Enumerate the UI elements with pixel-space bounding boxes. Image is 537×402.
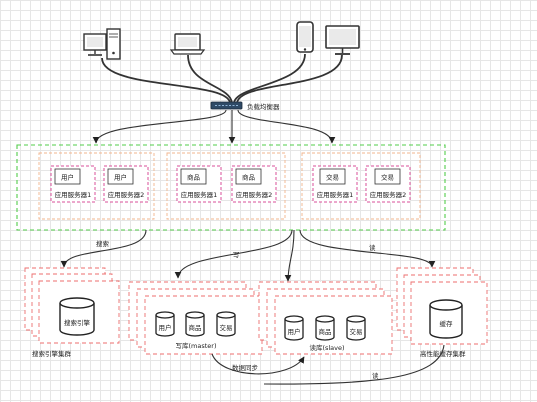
laptop-icon: [169, 33, 206, 55]
db-label: 交易: [350, 327, 363, 336]
search-engine-label: 搜索引擎: [64, 318, 91, 327]
edge-label-read: 读: [369, 243, 376, 252]
load-balancer: [210, 101, 243, 110]
master-db-cluster: 用户 商品 交易 写库(master): [128, 281, 263, 355]
cache-cluster-label: 高性能缓存集群: [420, 349, 466, 358]
edge-label-search: 搜索: [96, 239, 110, 248]
cache-cluster: 缓存: [396, 267, 488, 345]
app-service-label: 交易: [326, 173, 339, 182]
db-cylinder: [284, 315, 304, 341]
cache-cylinder: [429, 299, 463, 339]
edge-label-write: 写: [233, 251, 240, 259]
db-cylinder: [155, 311, 175, 337]
smartphone-icon: [296, 21, 314, 53]
master-cluster-label: 写库(master): [176, 341, 217, 350]
cache-label: 缓存: [440, 319, 454, 328]
app-server-label: 应用服务器2: [370, 190, 407, 199]
db-label: 用户: [159, 323, 172, 332]
data-links: [60, 229, 436, 282]
client-links: [101, 53, 343, 104]
monitor-icon: [325, 25, 360, 55]
app-service-label: 商品: [187, 173, 200, 182]
app-service-label: 用户: [114, 173, 127, 182]
edge-label-read-bottom: 读: [372, 371, 379, 380]
db-label: 商品: [319, 327, 332, 336]
app-group-product: 商品 应用服务器1 商品 应用服务器2: [166, 152, 286, 220]
db-cylinder: [346, 315, 366, 341]
app-group-user: 用户 应用服务器1 用户 应用服务器2: [38, 152, 155, 220]
db-label: 交易: [220, 323, 233, 332]
edge-label-data-sync: 数据同步: [232, 363, 259, 372]
app-server-label: 应用服务器1: [181, 190, 218, 199]
app-service-label: 交易: [381, 173, 394, 182]
search-engine-cylinder: [59, 297, 95, 336]
db-cylinder: [315, 315, 335, 341]
app-server-label: 应用服务器1: [317, 190, 354, 199]
load-balancer-label: 负载均衡器: [247, 102, 280, 111]
lb-links: [92, 109, 336, 144]
search-engine-cluster: 搜索引擎: [24, 267, 120, 344]
slave-cluster-label: 读库(slave): [309, 343, 344, 352]
app-server-label: 应用服务器2: [108, 190, 145, 199]
db-label: 商品: [189, 323, 202, 332]
app-service-label: 用户: [61, 173, 74, 182]
cache-read-link: [263, 344, 445, 385]
search-cluster-label: 搜索引擎集群: [32, 349, 72, 358]
app-server-label: 应用服务器1: [55, 190, 92, 199]
app-group-trade: 交易 应用服务器1 交易 应用服务器2: [301, 152, 421, 220]
db-label: 用户: [288, 327, 301, 336]
db-cylinder: [216, 311, 236, 337]
app-server-label: 应用服务器2: [236, 190, 273, 199]
db-cylinder: [185, 311, 205, 337]
desktop-computer-icon: [83, 28, 121, 60]
app-tier-container: [16, 144, 446, 231]
slave-db-cluster: 用户 商品 交易 读库(slave): [258, 281, 393, 355]
data-sync-link: [211, 353, 305, 375]
app-service-label: 商品: [242, 173, 255, 182]
